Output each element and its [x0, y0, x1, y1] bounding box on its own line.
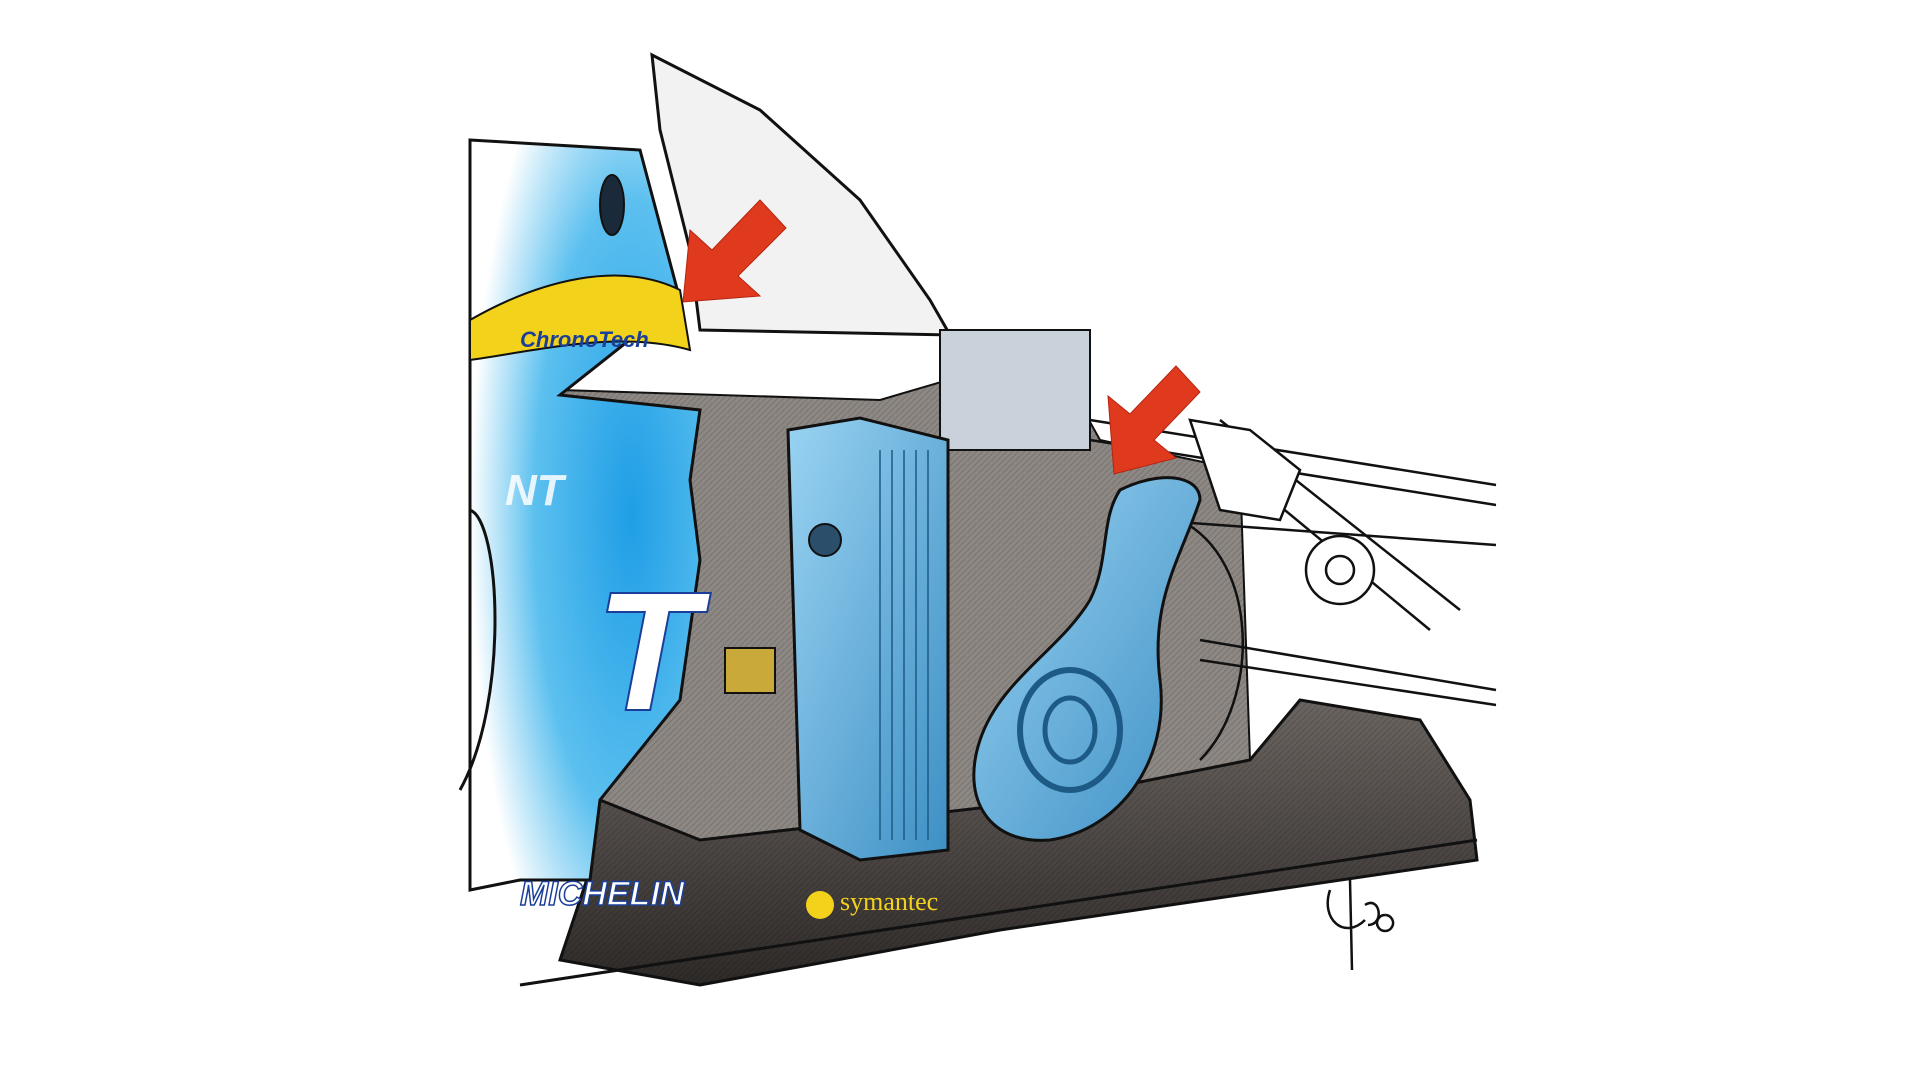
livery-letter: T [595, 557, 711, 747]
symantec-mark [806, 891, 834, 919]
livery-partial: NT [505, 466, 567, 515]
symantec-logo: symantec [840, 887, 938, 916]
artist-signature [1326, 879, 1395, 971]
oil-reservoir [724, 647, 776, 694]
michelin-logo: MICHELIN [520, 875, 686, 913]
exhaust-manifold [972, 476, 1202, 842]
bodywork-vent [599, 174, 625, 236]
chronotech-logo: ChronoTech [520, 327, 649, 352]
red-arrow-exhaust [1107, 365, 1201, 475]
radiator [786, 416, 950, 862]
red-arrow-airbox [682, 199, 787, 303]
gearbox-casing [939, 329, 1091, 451]
sponsor-yellow-panel [469, 274, 692, 362]
